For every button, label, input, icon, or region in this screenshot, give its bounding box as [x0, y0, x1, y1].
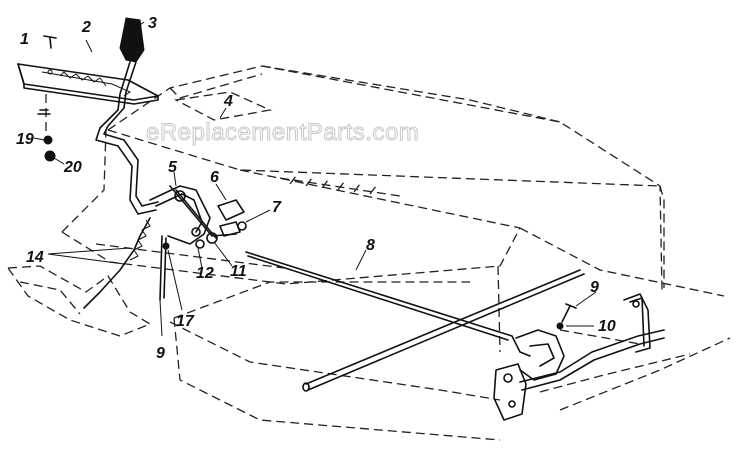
- label-9-left: 9: [156, 345, 165, 362]
- label-3: 3: [148, 15, 157, 32]
- label-11: 11: [230, 263, 247, 280]
- label-12: 12: [196, 265, 214, 282]
- shift-lever: [95, 17, 159, 215]
- shift-rod: [245, 251, 585, 392]
- leader-lines: [33, 21, 597, 337]
- label-2: 2: [81, 19, 91, 36]
- label-17: 17: [176, 313, 195, 330]
- label-10: 10: [598, 318, 616, 335]
- label-20: 20: [63, 159, 82, 176]
- pivot-assembly: [83, 185, 247, 309]
- part-labels: 1 2 3 4 5 6 7 8 9 9 10 11 12 14 17 19 20: [16, 15, 616, 362]
- label-6: 6: [210, 169, 219, 186]
- label-14: 14: [26, 249, 44, 266]
- label-8: 8: [366, 237, 375, 254]
- label-19: 19: [16, 131, 34, 148]
- rear-bracket: [493, 293, 665, 421]
- label-5: 5: [168, 159, 178, 176]
- label-9-right: 9: [590, 279, 599, 296]
- watermark-text: eReplacementParts.com: [146, 119, 419, 146]
- label-7: 7: [272, 199, 282, 216]
- fasteners-19-20: [37, 94, 56, 162]
- shift-plate: [17, 63, 159, 105]
- label-1: 1: [20, 31, 29, 48]
- frame-outline: [6, 65, 731, 441]
- screw-1: [43, 35, 57, 49]
- label-4: 4: [223, 93, 233, 110]
